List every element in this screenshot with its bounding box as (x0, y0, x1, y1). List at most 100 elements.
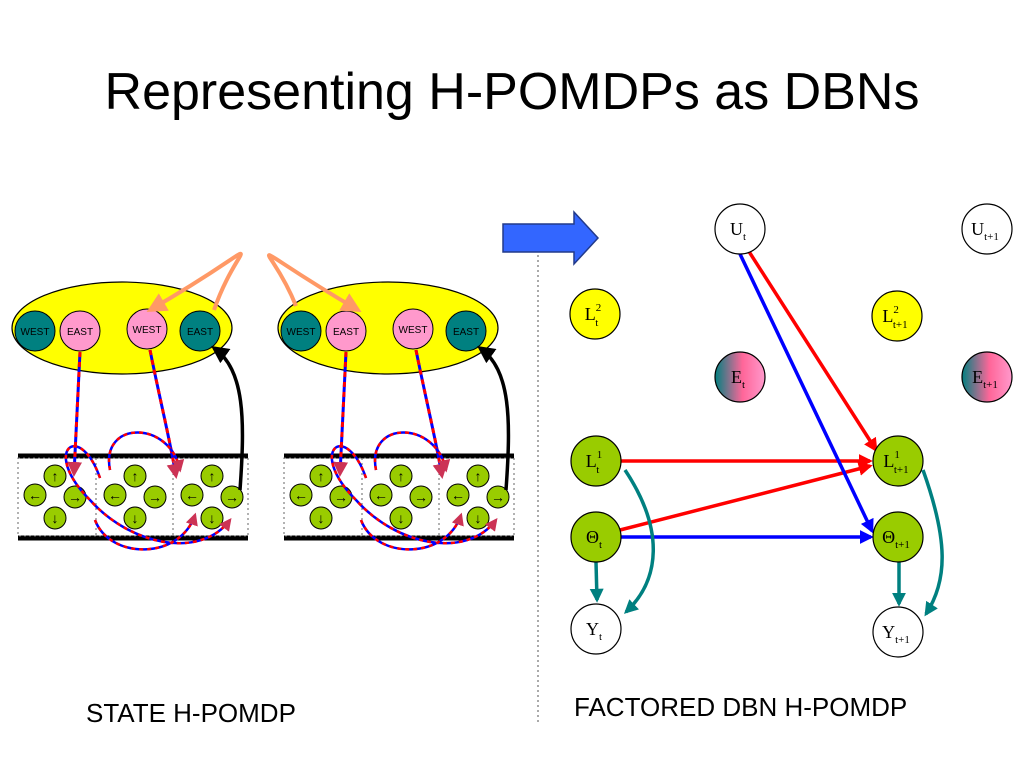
primitive-action-glyph: ← (108, 487, 122, 503)
abstract-state-label: EAST (67, 327, 93, 338)
primitive-state-node (43, 464, 67, 488)
primitive-state-node (23, 483, 47, 507)
dbn-node-circle (570, 603, 622, 655)
primitive-action-glyph: ← (185, 487, 199, 503)
dbn-node-label: Yt+1 (882, 622, 910, 646)
dbn-node-label: Et (731, 367, 745, 391)
primitive-action-glyph: → (334, 489, 348, 505)
orange-arc-1 (146, 251, 243, 312)
primitive-action-glyph: ↑ (132, 468, 139, 484)
primitive-action-glyph: ← (451, 487, 465, 503)
primitive-action-glyph: ↑ (318, 468, 325, 484)
abstract-state-label: EAST (333, 327, 359, 338)
primitive-action-glyph: ↑ (475, 468, 482, 484)
dbn-node-U_t1: Ut+1 (961, 203, 1013, 255)
caption-state-hpomdp: STATE H-POMDP (86, 698, 296, 728)
dbn-node-circle (872, 511, 924, 563)
edge-Ut-Tht1 (738, 253, 874, 534)
caption-factored-dbn: FACTORED DBN H-POMDP (574, 692, 908, 722)
primitive-state-node (309, 506, 333, 530)
dbn-node-circle (569, 288, 621, 340)
primitive-state-node (486, 485, 510, 509)
dbn-node-label: Θt (586, 527, 602, 551)
abstract-state-node (179, 310, 221, 352)
dbn-node-circle (714, 351, 766, 403)
primitive-action-glyph: → (414, 489, 428, 505)
dbn-node-label: Ut (730, 219, 746, 243)
abstract-state-label: WEST (399, 325, 428, 336)
primitive-action-glyph: ← (294, 487, 308, 503)
mixed-arrow-dash (67, 351, 83, 477)
primitive-action-glyph: ↓ (475, 510, 482, 526)
dbn-node-label: Θt+1 (882, 527, 910, 551)
primitive-state-node (446, 483, 470, 507)
mixed-loop-dash (373, 431, 451, 473)
abstract-state-label: WEST (21, 327, 50, 338)
dbn-node-Y_t1: Yt+1 (872, 606, 924, 658)
orange-arc-2 (266, 253, 362, 313)
abstract-state-label: WEST (287, 327, 316, 338)
primitive-state-node (220, 485, 244, 509)
primitive-action-glyph: ← (28, 487, 42, 503)
primitive-action-glyph: ↓ (52, 510, 59, 526)
dbn-node-label: Ut+1 (971, 219, 999, 243)
dbn-node-circle (872, 606, 924, 658)
edge-Ut-L1t1 (746, 249, 878, 453)
dbn-edges (589, 249, 944, 617)
mixed-arrow-dash (333, 351, 349, 477)
abstract-state-label: EAST (453, 327, 479, 338)
primitive-action-glyph: ↓ (132, 510, 139, 526)
dbn-node-Th_t: Θt (570, 511, 622, 563)
abstract-state-node (59, 310, 101, 352)
primitive-action-glyph: → (491, 489, 505, 505)
return-arrow (211, 345, 245, 491)
primitive-state-node (123, 464, 147, 488)
abstract-state-node (280, 310, 322, 352)
primitive-state-node (143, 485, 167, 509)
primitive-state-node (389, 506, 413, 530)
abstract-state-node (445, 310, 487, 352)
primitive-state-node (200, 506, 224, 530)
slide-title: Representing H-POMDPs as DBNs (104, 63, 920, 121)
mixed-loop-base (64, 445, 231, 545)
dbn-node-circle (961, 351, 1013, 403)
primitive-action-glyph: → (225, 489, 239, 505)
primitive-state-node (466, 506, 490, 530)
primitive-action-glyph: ← (374, 487, 388, 503)
primitive-state-node (289, 483, 313, 507)
abstract-state-node (392, 308, 434, 350)
top-level-ellipse (11, 281, 233, 375)
primitive-action-glyph: ↓ (209, 510, 216, 526)
primitive-state-node (389, 464, 413, 488)
primitive-action-glyph: ↓ (318, 510, 325, 526)
primitive-action-glyph: ↓ (398, 510, 405, 526)
dbn-node-circle (872, 435, 924, 487)
primitive-state-node (309, 464, 333, 488)
primitive-action-glyph: ↑ (398, 468, 405, 484)
edge-Tht-Yt (589, 561, 604, 603)
mixed-loop-base (330, 445, 497, 545)
primitive-state-node (103, 483, 127, 507)
dbn-node-circle (961, 203, 1013, 255)
dbn-node-circle (714, 203, 766, 255)
dbn-node-E_t: Et (714, 351, 766, 403)
mixed-loop-dash (107, 431, 185, 473)
dbn-node-Y_t: Yt (570, 603, 622, 655)
abstract-state-label: WEST (133, 325, 162, 336)
primitive-state-node (43, 506, 67, 530)
primitive-state-node (409, 485, 433, 509)
grid-frame (283, 457, 515, 537)
primitive-state-node (466, 464, 490, 488)
primitive-state-node (369, 483, 393, 507)
dbn-node-circle (570, 435, 622, 487)
primitive-state-node (200, 464, 224, 488)
block-arrow (502, 210, 600, 266)
primitive-action-glyph: ↑ (209, 468, 216, 484)
